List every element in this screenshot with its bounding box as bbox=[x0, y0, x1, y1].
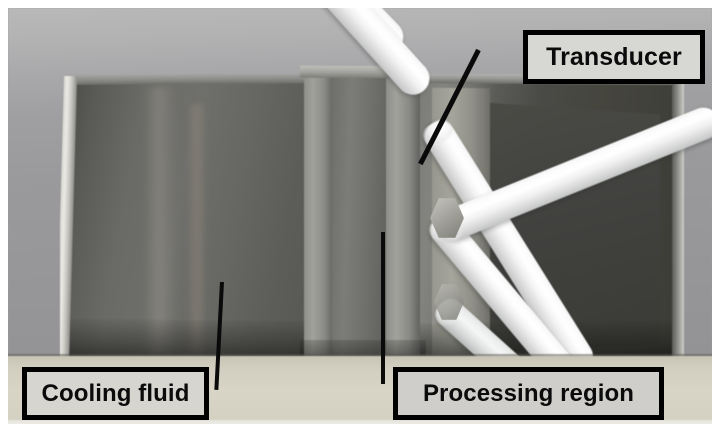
left-trough-cavity bbox=[68, 82, 320, 364]
label-processing-region: Processing region bbox=[393, 367, 664, 420]
photograph: Transducer Cooling fluid Processing regi… bbox=[8, 8, 712, 424]
left-trough-top-rim bbox=[64, 74, 320, 85]
left-trough bbox=[60, 74, 320, 364]
label-processing-region-text: Processing region bbox=[422, 379, 635, 407]
divider-right-face bbox=[386, 69, 420, 367]
label-cooling-fluid: Cooling fluid bbox=[22, 367, 209, 420]
label-cooling-fluid-text: Cooling fluid bbox=[41, 379, 190, 407]
left-trough-sheen-b bbox=[186, 104, 208, 354]
left-trough-sheen-a bbox=[144, 86, 178, 356]
bench-lower-band bbox=[8, 420, 712, 424]
leader-line-processing-region bbox=[381, 232, 385, 384]
label-transducer-text: Transducer bbox=[546, 42, 682, 71]
label-transducer: Transducer bbox=[523, 30, 705, 84]
divider-left-face bbox=[304, 69, 334, 367]
divider-gap-channel bbox=[332, 71, 388, 367]
